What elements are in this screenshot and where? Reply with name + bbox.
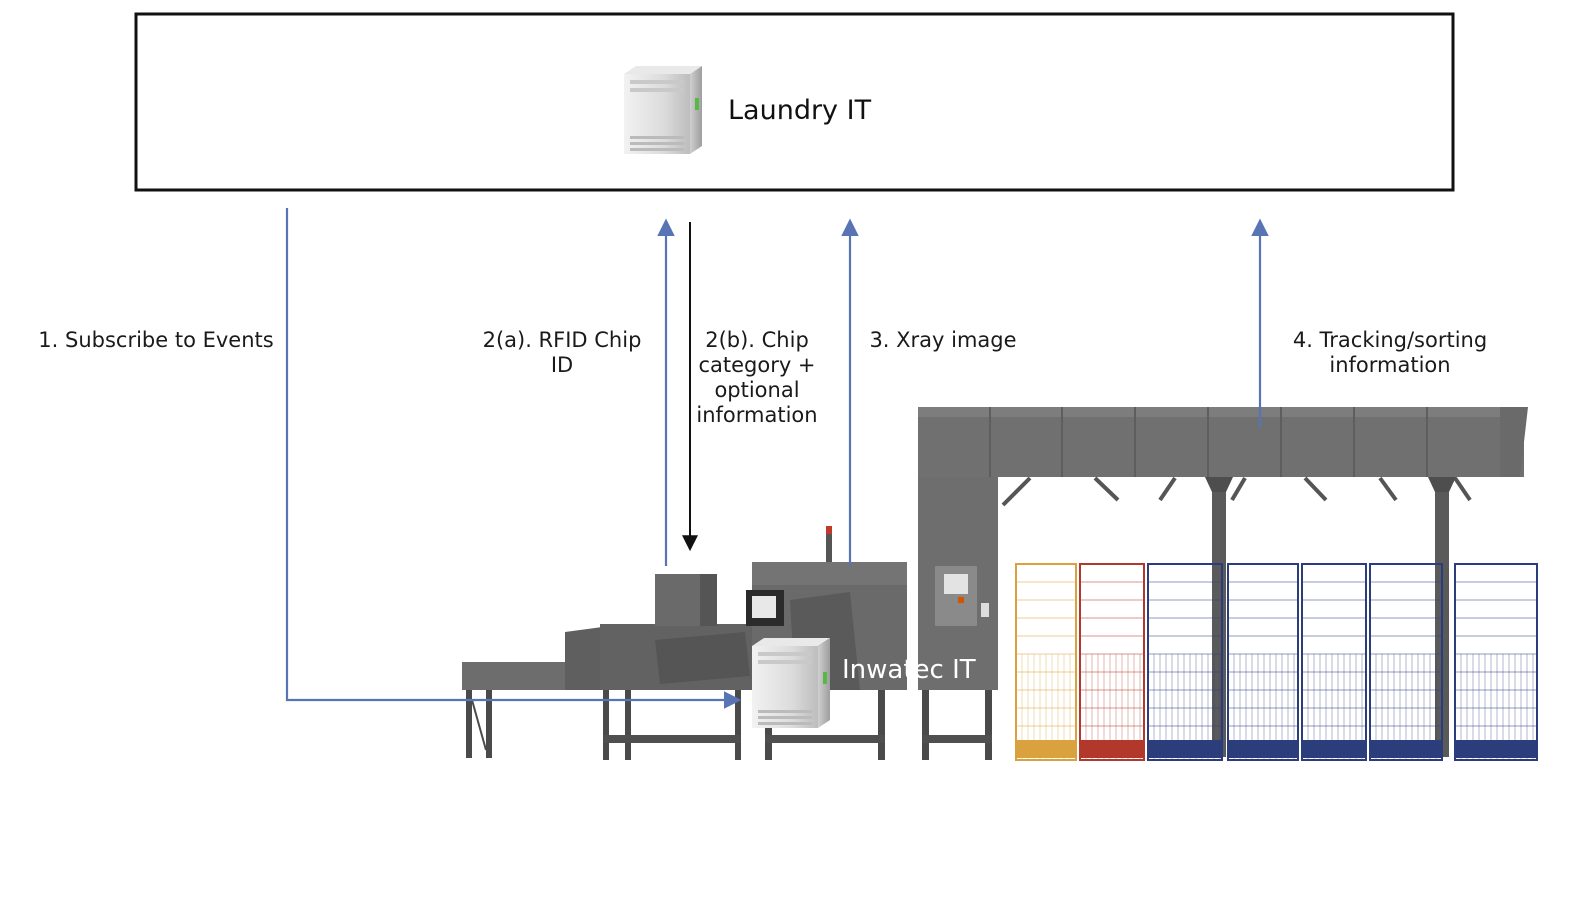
laundry-cage bbox=[1147, 563, 1223, 761]
step-label-tracking-sorting: 4. Tracking/sorting information bbox=[1292, 328, 1488, 377]
step-label-subscribe: 1. Subscribe to Events bbox=[38, 328, 274, 352]
signal-light bbox=[826, 526, 832, 562]
sorting-machine bbox=[462, 407, 1528, 760]
step-label-chip-category: 2(b). Chip category + optional informati… bbox=[696, 328, 818, 427]
laundry-it-box bbox=[134, 12, 1455, 192]
step-label-rfid-chip-id: 2(a). RFID Chip ID bbox=[482, 328, 642, 377]
laundry-cage bbox=[1079, 563, 1145, 761]
laundry-cage bbox=[1227, 563, 1299, 761]
arrow-subscribe bbox=[285, 208, 742, 709]
server-icon bbox=[624, 66, 702, 154]
server-icon bbox=[752, 638, 830, 728]
laundry-cages bbox=[1015, 563, 1538, 761]
inwatec-it-label: Inwatec IT bbox=[842, 655, 976, 685]
step-label-xray-image: 3. Xray image bbox=[869, 328, 1017, 352]
overhead-sorter-rail bbox=[918, 407, 1524, 477]
laundry-cage bbox=[1454, 563, 1538, 761]
laundry-it-label: Laundry IT bbox=[728, 95, 872, 126]
conveyor-belt bbox=[655, 632, 750, 684]
laundry-cage bbox=[1301, 563, 1367, 761]
